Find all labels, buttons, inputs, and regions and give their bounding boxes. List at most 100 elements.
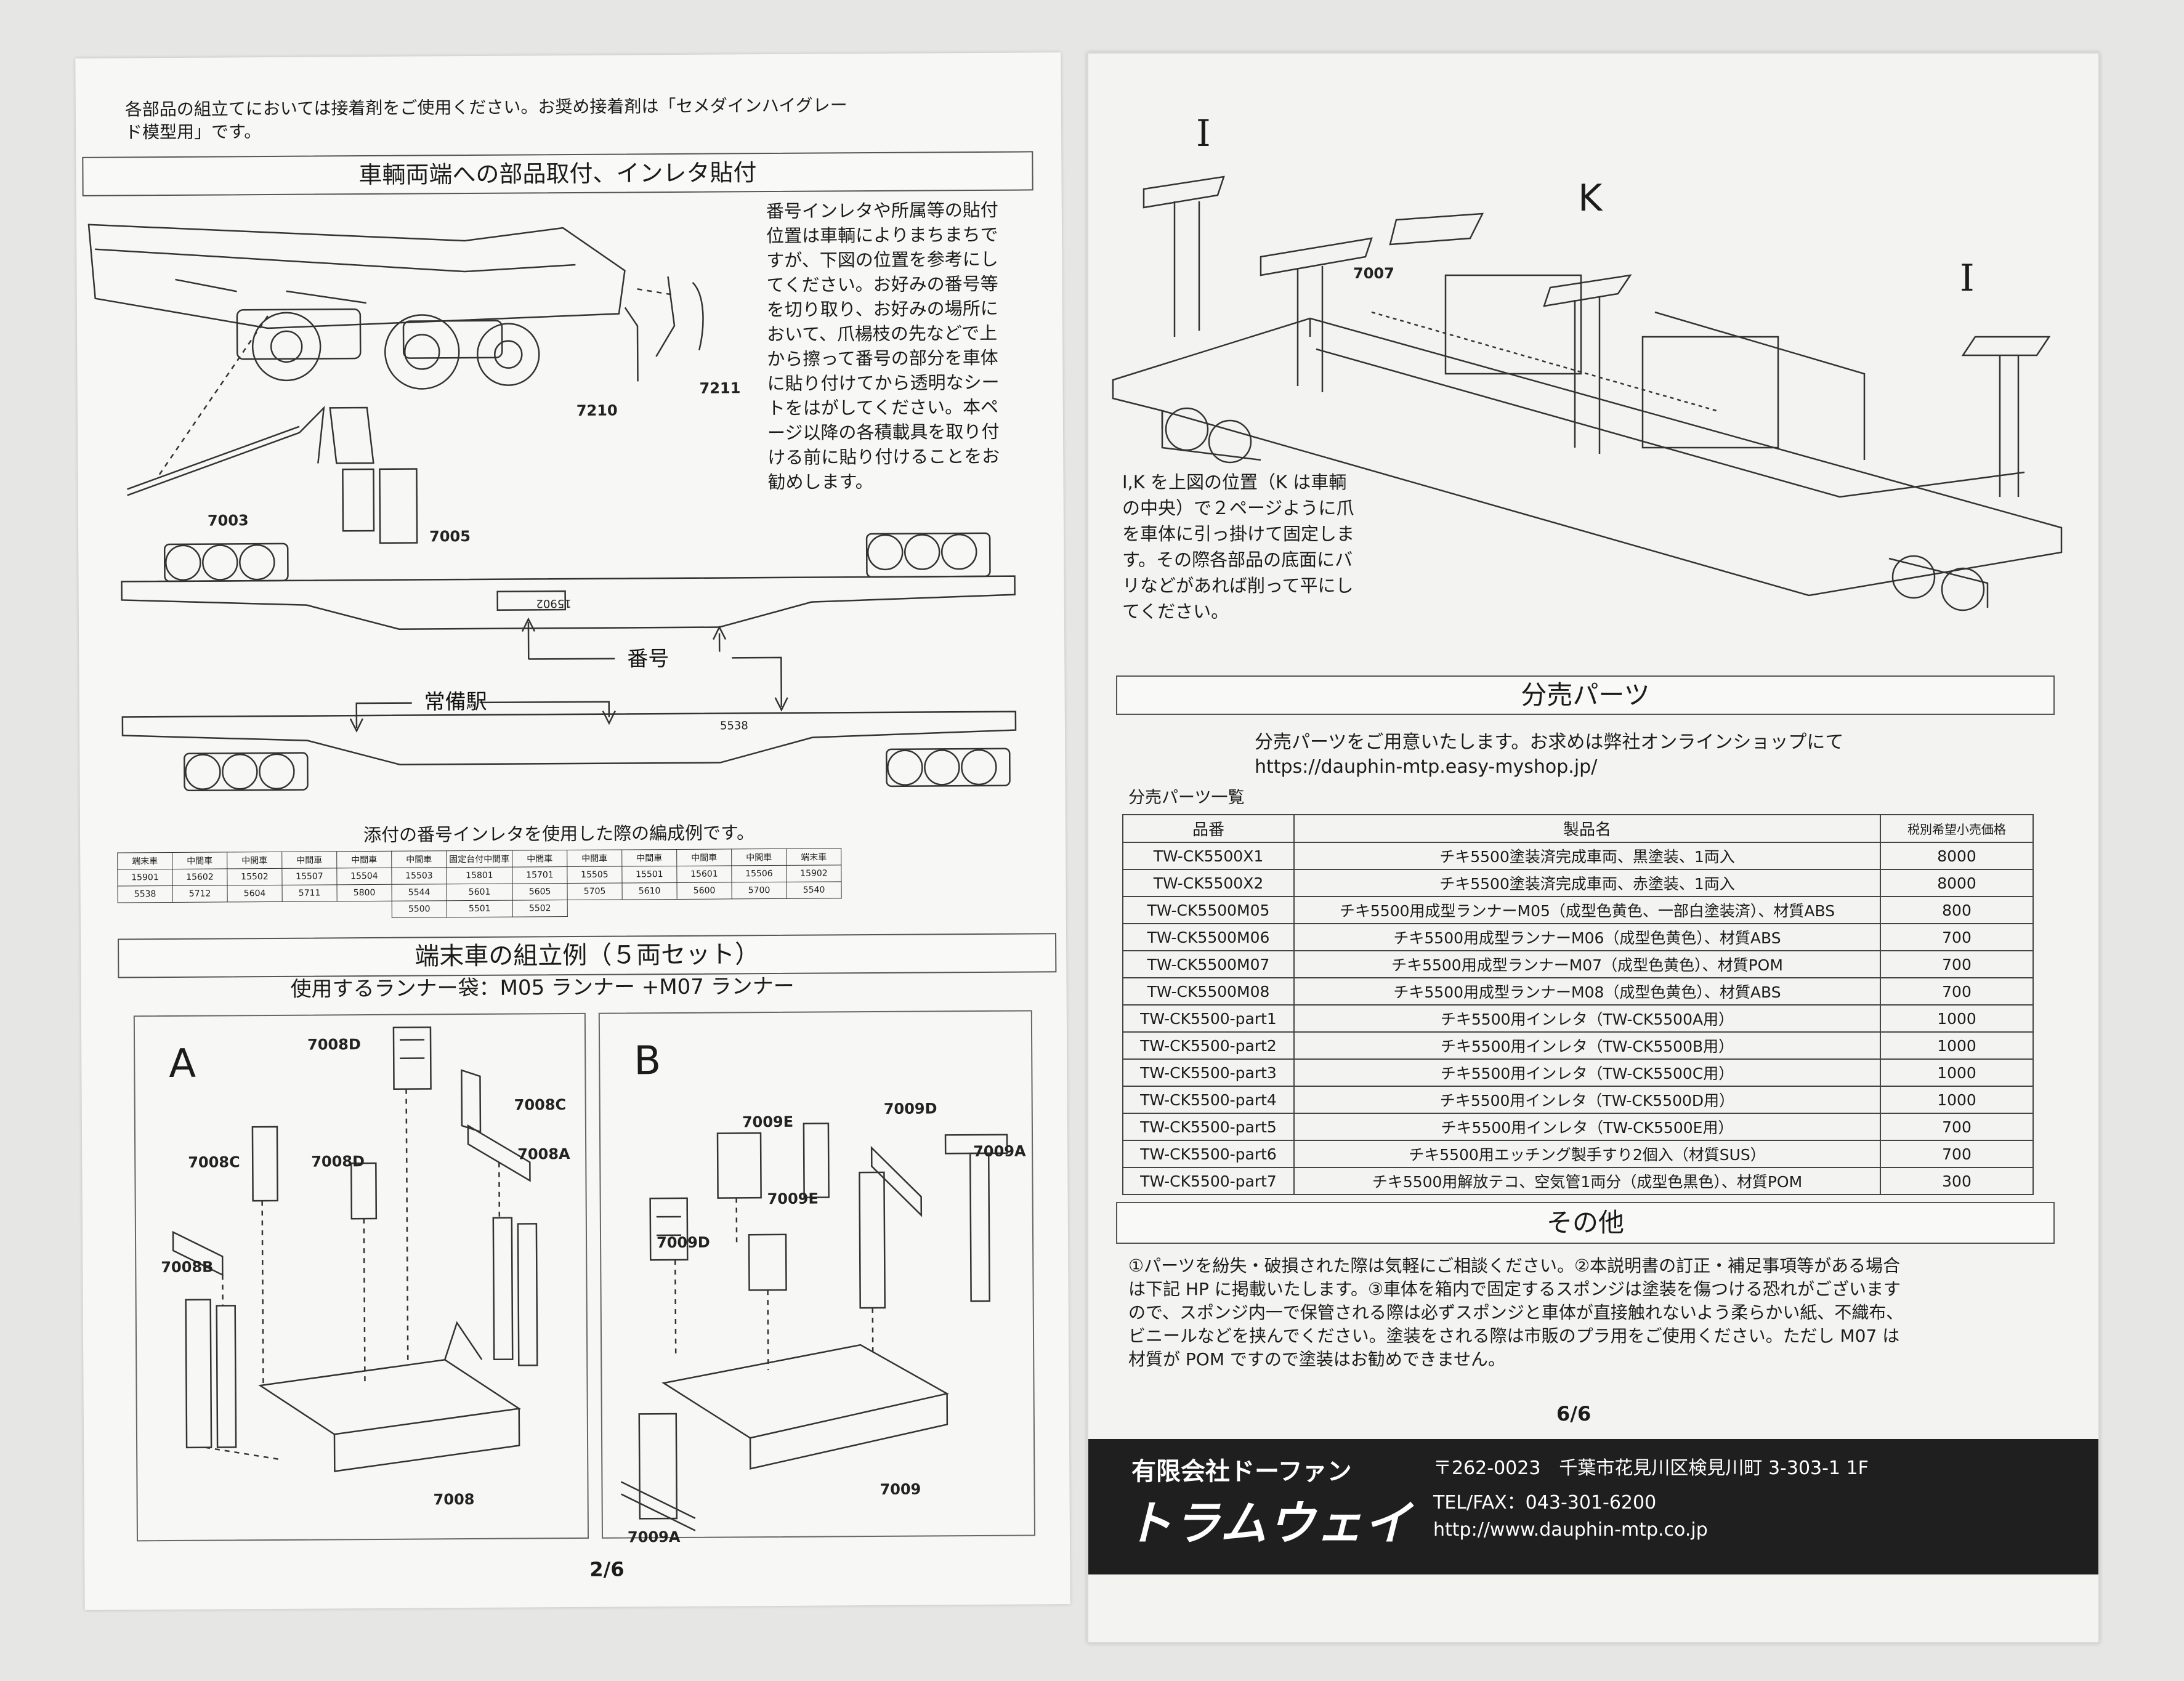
price-cell: 700 — [1880, 977, 2034, 1006]
label-number: 番号 — [627, 647, 669, 671]
product-name-cell: チキ5500用成型ランナーM08（成型色黄色）、材質ABS — [1293, 977, 1881, 1006]
formation-cell: 5800 — [337, 884, 392, 901]
col-product-name: 製品名 — [1293, 814, 1881, 843]
part-number-cell: TW-CK5500M06 — [1122, 923, 1295, 951]
price-cell: 8000 — [1880, 869, 2034, 897]
formation-cell: 5712 — [172, 885, 228, 903]
formation-cell: 15901 — [117, 869, 173, 887]
company-website[interactable]: http://www.dauphin-mtp.co.jp — [1433, 1519, 1708, 1541]
product-name-cell: チキ5500用成型ランナーM05（成型色黄色、一部白塗装済）、材質ABS — [1293, 896, 1881, 924]
part-number-cell: TW-CK5500M07 — [1122, 950, 1295, 978]
product-name-cell: チキ5500用インレタ（TW-CK5500D用） — [1293, 1086, 1881, 1114]
price-cell: 700 — [1880, 1113, 2034, 1141]
price-cell: 1000 — [1880, 1086, 2034, 1114]
formation-cell: 5604 — [227, 885, 283, 902]
formation-cell: 5500 — [392, 900, 447, 918]
right-page-number: 6/6 — [1556, 1402, 1591, 1425]
part-number-cell: TW-CK5500M08 — [1122, 977, 1295, 1006]
decal-instructions: 番号インレタや所属等の貼付 位置は車輌によりまちまちで すが、下図の位置を参考に… — [766, 199, 1000, 493]
product-name-cell: チキ5500用インレタ（TW-CK5500B用） — [1293, 1031, 1881, 1060]
b-label-7009a-bottom: 7009A — [628, 1528, 681, 1546]
price-cell: 1000 — [1880, 1058, 2034, 1087]
left-instruction-page: 各部品の組立てにおいては接着剤をご使用ください。お奨め接着剤は「セメダインハイグ… — [75, 52, 1070, 1610]
a-label-7008d-top: 7008D — [307, 1036, 361, 1054]
formation-cell — [567, 900, 622, 917]
formation-cell — [227, 901, 282, 919]
a-label-7008a: 7008A — [517, 1145, 570, 1163]
formation-cell: 5501 — [447, 900, 513, 917]
formation-cell — [282, 901, 337, 919]
formation-cell: 15506 — [731, 865, 787, 882]
part-label-7005: 7005 — [429, 528, 471, 545]
part-number-cell: TW-CK5500-part4 — [1122, 1086, 1295, 1114]
formation-cell: 5538 — [118, 885, 173, 903]
price-cell: 1000 — [1880, 1004, 2034, 1033]
b-label-7009d-top: 7009D — [884, 1100, 937, 1118]
company-address: 〒262-0023 千葉市花見川区検見川町 3-303-1 1F — [1433, 1457, 1869, 1479]
section-title-parts-install: 車輌両端への部品取付、インレタ貼付 — [82, 151, 1033, 196]
label-i-left: I — [1196, 112, 1211, 155]
label-home-station: 常備駅 — [424, 690, 487, 715]
formation-cell: 5600 — [677, 882, 732, 900]
a-label-7008c-left: 7008C — [188, 1153, 240, 1171]
formation-cell — [622, 899, 677, 916]
a-label-7008d-mid: 7008D — [311, 1153, 365, 1171]
right-instruction-page: I K I 7007 I,K を上図の位置（K は車輌 の中央）で２ページように… — [1087, 52, 2100, 1643]
product-name-cell: チキ5500用解放テコ、空気管1両分（成型色黒色）、材質POM — [1293, 1167, 1881, 1195]
b-label-7009e-mid: 7009E — [767, 1190, 819, 1208]
product-name-cell: チキ5500用エッチング製手すり2個入（材質SUS） — [1293, 1140, 1881, 1168]
formation-cell: 15902 — [786, 865, 842, 882]
formation-cell: 5700 — [732, 882, 787, 899]
product-name-cell: チキ5500用インレタ（TW-CK5500C用） — [1293, 1058, 1881, 1087]
formation-cell: 15505 — [567, 866, 623, 884]
formation-cell: 5601 — [447, 884, 513, 901]
formation-caption: 添付の番号インレタを使用した際の編成例です。 — [363, 822, 755, 846]
car-isometric-diagram: 7007 — [1112, 175, 2063, 611]
formation-cell: 5502 — [512, 900, 568, 917]
company-footer: 有限会社ドーファン トラムウェイ 〒262-0023 千葉市花見川区検見川町 3… — [1088, 1439, 2098, 1574]
other-notes: ①パーツを紛失・破損された際は気軽にご相談ください。②本説明書の訂正・補足事項等… — [1128, 1256, 1904, 1369]
b-label-7009a-top: 7009A — [973, 1143, 1026, 1161]
price-cell: 700 — [1880, 1140, 2034, 1168]
product-name-cell: チキ5500塗装済完成車両、黒塗装、1両入 — [1293, 842, 1881, 870]
car-side-view-diagram: 15902 5538 番号 常備駅 — [121, 532, 1017, 792]
product-name-cell: チキ5500用成型ランナーM06（成型色黄色）、材質ABS — [1293, 923, 1881, 951]
part-label-7007: 7007 — [1353, 265, 1394, 282]
panel-b-diagram: 7009D 7009E 7009A 7009E 7009D 7009 7009A — [620, 1100, 1026, 1546]
parts-table-caption: 分売パーツ一覧 — [1128, 788, 1245, 807]
part-number-cell: TW-CK5500-part3 — [1122, 1058, 1295, 1087]
part-number-cell: TW-CK5500-part5 — [1122, 1113, 1295, 1141]
col-price: 税別希望小売価格 — [1880, 814, 2034, 843]
formation-cell: 15501 — [621, 866, 677, 884]
part-number-cell: TW-CK5500-part7 — [1122, 1167, 1295, 1195]
company-name: 有限会社ドーファン — [1131, 1457, 1352, 1486]
price-cell: 300 — [1880, 1167, 2034, 1195]
bogie-parts-diagram: 7003 7005 7210 7211 — [87, 224, 741, 545]
section-title-end-car-assembly: 端末車の組立例（５両セット） — [118, 933, 1057, 978]
part-label-7003: 7003 — [208, 512, 249, 529]
a-label-7008: 7008 — [434, 1491, 475, 1508]
part-label-7211: 7211 — [700, 379, 741, 397]
section-title-parts-for-sale: 分売パーツ — [1116, 675, 2055, 715]
runner-note: 使用するランナー袋：M05 ランナー +M07 ランナー — [290, 974, 795, 1002]
formation-cell: 5705 — [567, 883, 623, 900]
formation-cell — [677, 899, 732, 916]
b-label-7009: 7009 — [880, 1481, 921, 1498]
b-label-7009e-top: 7009E — [742, 1113, 793, 1131]
label-k: K — [1578, 177, 1603, 220]
